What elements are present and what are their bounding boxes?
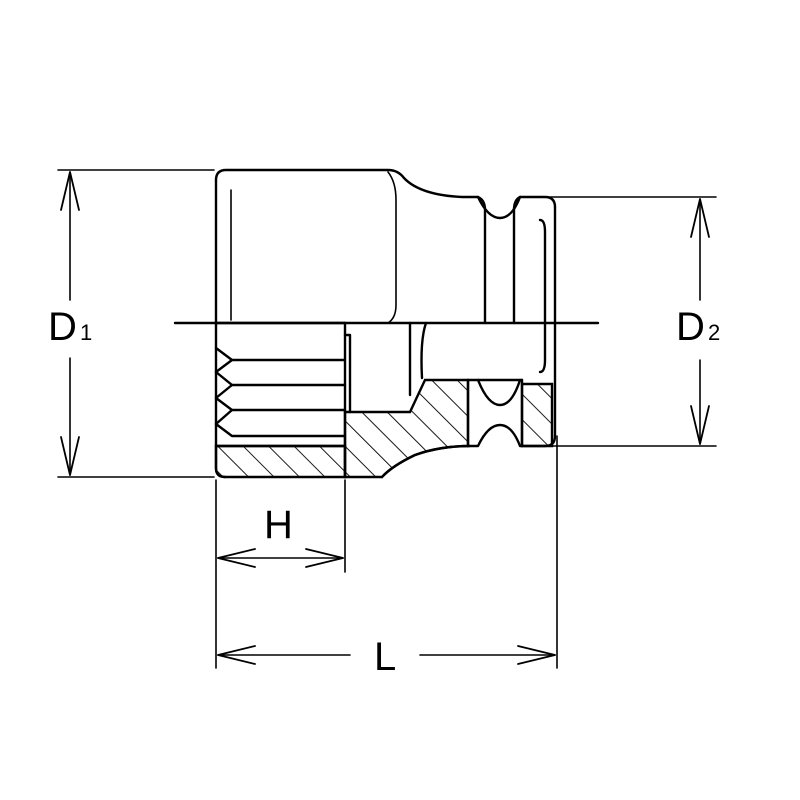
bore-point-1 <box>214 346 347 362</box>
extension-lines <box>57 169 717 669</box>
outline-body-edge-right <box>387 171 397 324</box>
bore-point-7 <box>214 422 347 438</box>
drive-groove <box>476 378 522 407</box>
hatch-bore-wall <box>214 444 347 479</box>
hatch-drive-section <box>520 382 554 448</box>
outline-neck-line-2 <box>512 195 522 325</box>
dimension-l: L <box>217 635 556 679</box>
label-d2: D <box>676 305 705 349</box>
outline-top <box>214 168 557 220</box>
outline-drive-inner <box>538 218 547 374</box>
counterbore-curve <box>420 321 428 380</box>
dimension-h: H <box>217 503 344 568</box>
label-d1: D <box>48 305 77 349</box>
outline-bottom <box>380 423 557 479</box>
socket-outline <box>214 168 557 479</box>
label-d1-subscript: 1 <box>80 320 92 345</box>
counterbore-left <box>343 333 352 414</box>
label-l: L <box>374 635 396 679</box>
dimension-d2: D 2 <box>676 198 720 445</box>
label-d2-subscript: 2 <box>708 320 720 345</box>
bore-point-5 <box>214 396 347 412</box>
outline-neck-line <box>476 195 487 325</box>
outline-left <box>214 178 227 479</box>
label-h: H <box>264 503 293 547</box>
bore-point-2 <box>214 358 234 374</box>
dimension-d1: D 1 <box>48 171 92 476</box>
hatched-section <box>214 378 554 479</box>
bore-section <box>214 321 524 479</box>
hatch-body-section <box>343 378 471 479</box>
bore-point-4 <box>214 383 234 400</box>
bore-point-3 <box>214 370 347 387</box>
bore-point-6 <box>214 408 234 426</box>
